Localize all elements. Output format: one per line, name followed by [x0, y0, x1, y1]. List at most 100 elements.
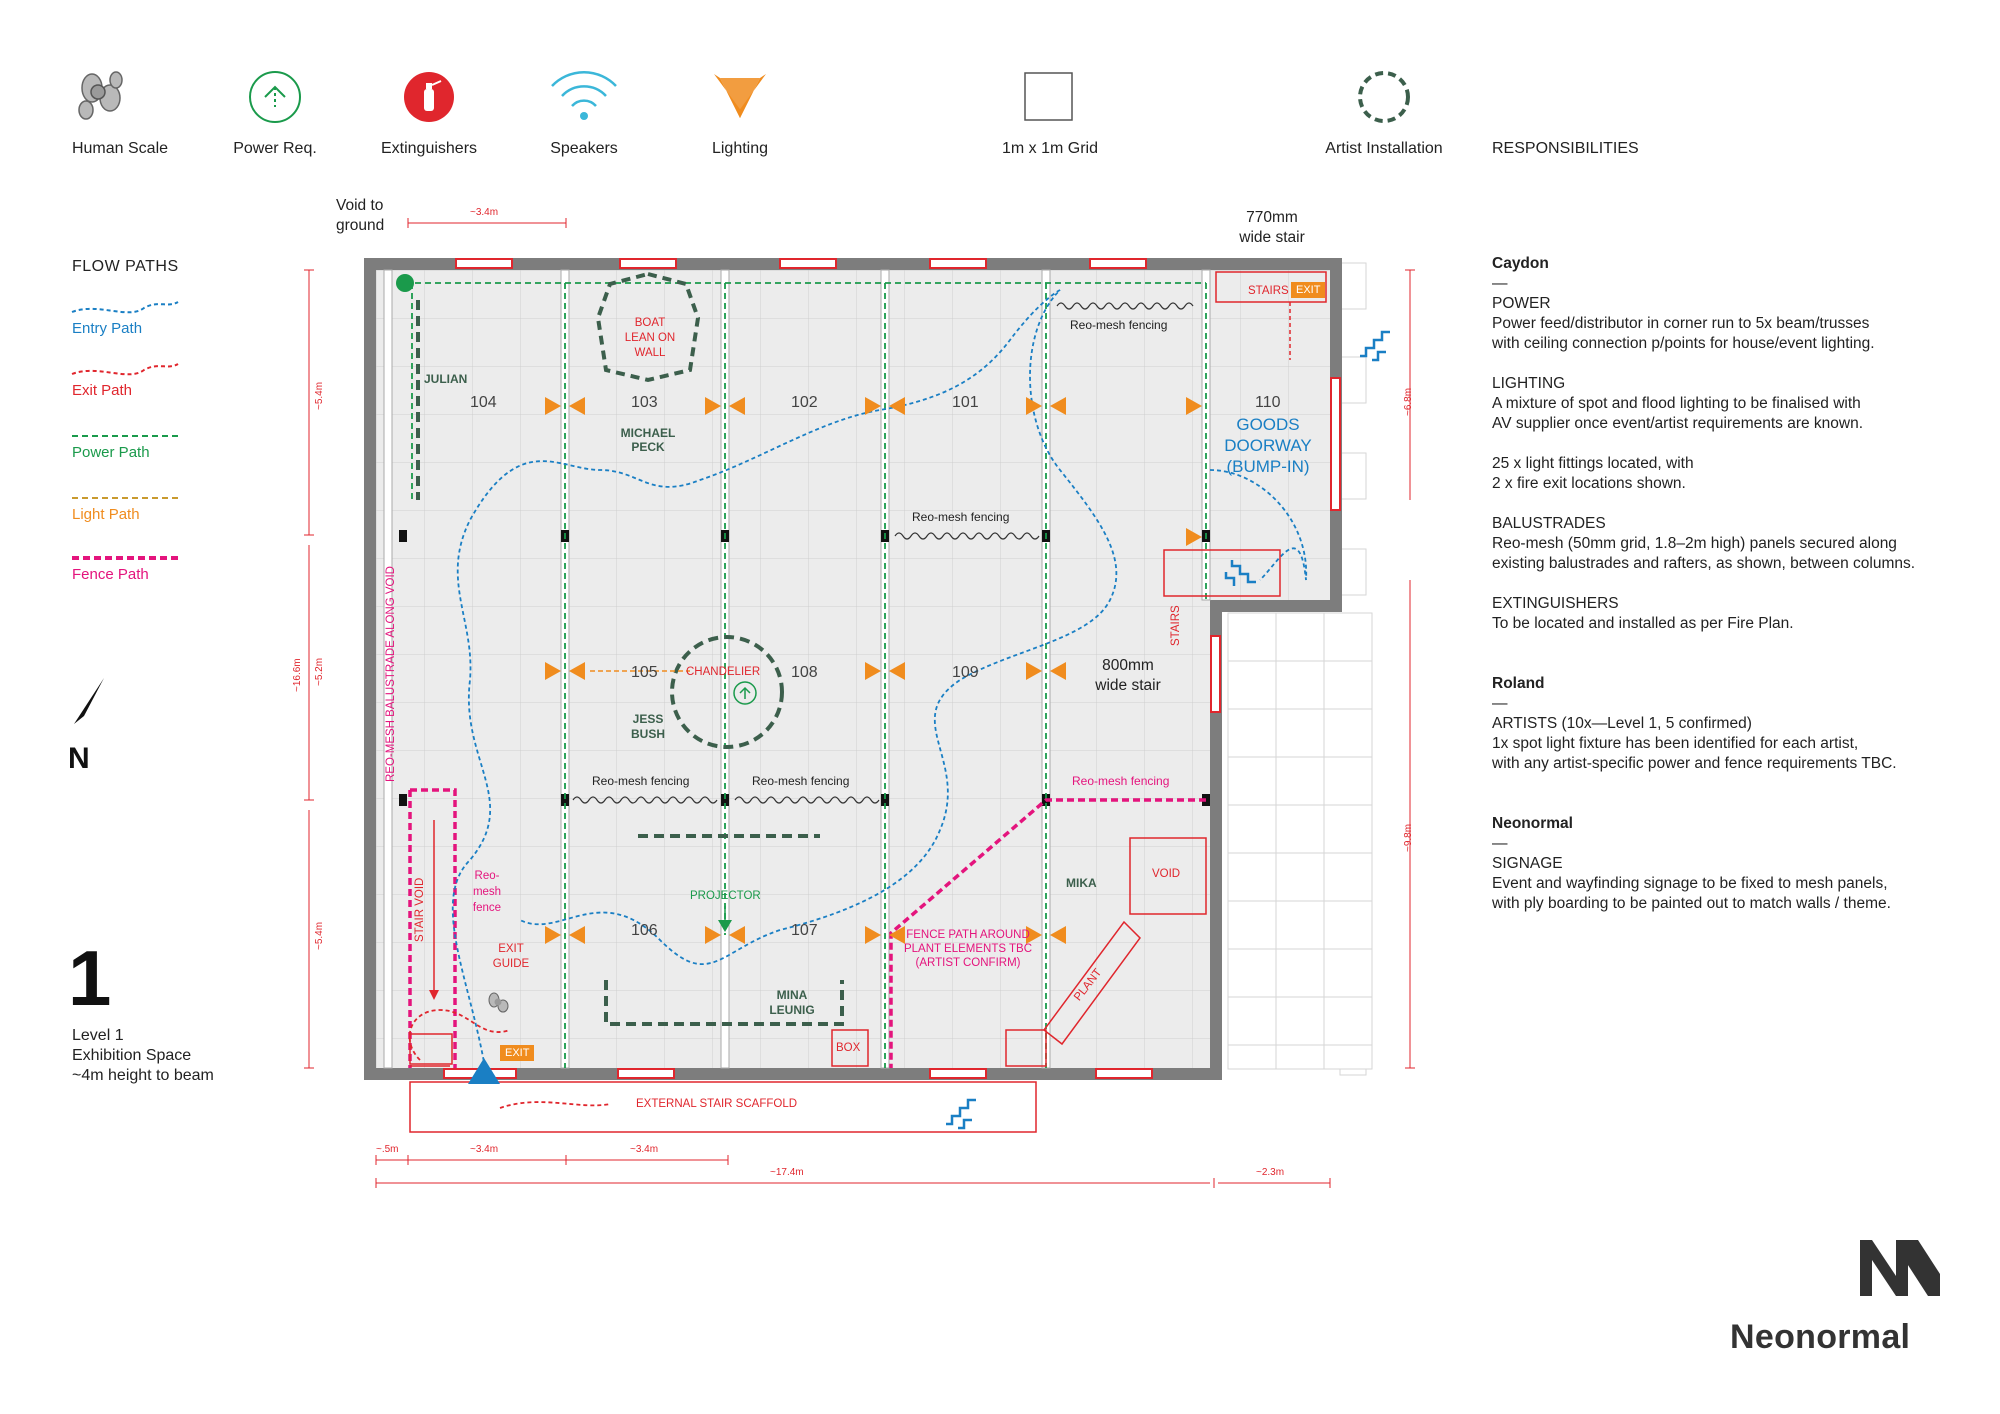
legend-icons [78, 71, 1410, 123]
stair-void-arrowhead [429, 990, 439, 1000]
flow-fence-label: Fence Path [72, 566, 149, 583]
flow-light-label: Light Path [72, 506, 140, 523]
exit-top-label: EXIT [1296, 284, 1321, 296]
room-101: 101 [952, 394, 979, 411]
roland-name: Roland [1492, 675, 1545, 692]
artist-installation-icon [1358, 71, 1410, 123]
legend-label-power: Power Req. [233, 140, 317, 157]
mina-installation [604, 980, 844, 1026]
caydon-lighting-3: 25 x light fittings located, with [1492, 455, 1694, 472]
exit-sign-bottom [500, 1045, 534, 1061]
legend-label-speakers: Speakers [550, 140, 618, 157]
entry-path-right [1209, 469, 1307, 581]
dim-bot-23: ~2.3m [1256, 1167, 1285, 1178]
light-fixtures [545, 397, 1202, 944]
void-label: VOID [1152, 868, 1181, 880]
dim-bot-174: ~17.4m [770, 1167, 804, 1178]
reo-fence-line-3: fence [472, 902, 502, 914]
floor-grid [376, 270, 1330, 1068]
dim-right-98: ~9.8m [1403, 823, 1414, 852]
stairs-side-label: STAIRS [1170, 605, 1182, 646]
roland-artists-1: 1x spot light fixture has been identifie… [1492, 735, 1859, 752]
level-line-2: Exhibition Space [72, 1047, 192, 1064]
exit-path-bottom [499, 1101, 611, 1109]
caydon-name: Caydon [1492, 255, 1549, 272]
boat-line-2: LEAN ON [624, 332, 676, 344]
void-balustrade [383, 269, 393, 1069]
lighting-icon [714, 74, 766, 118]
fence-plant-line-3: (ARTIST CONFIRM) [915, 957, 1021, 969]
responsibilities-title: RESPONSIBILITIES [1492, 140, 1639, 157]
reo-fence-line-2: mesh [472, 886, 502, 898]
exit-guide-line-2: GUIDE [492, 958, 530, 970]
room-102: 102 [791, 394, 818, 411]
neonormal-signage-heading: SIGNAGE [1492, 855, 1563, 872]
stairs-icon-top-right [1360, 330, 1390, 362]
projector-label: PROJECTOR [690, 890, 761, 902]
entry-arrow-icon [468, 1058, 500, 1084]
caydon-lighting-4: 2 x fire exit locations shown. [1492, 475, 1686, 492]
room-106: 106 [631, 922, 658, 939]
dimension-lines [304, 218, 1415, 1188]
flow-path-swatches [71, 301, 179, 560]
fence-plant-label: FENCE PATH AROUND PLANT ELEMENTS TBC (AR… [898, 928, 1038, 970]
north-label: N [68, 742, 90, 775]
extinguisher-icon [404, 72, 454, 122]
reo-mesh-pink-label: Reo-mesh fencing [1072, 774, 1170, 788]
caydon-balustrades-2: existing balustrades and rafters, as sho… [1492, 555, 1916, 572]
power-icon [249, 71, 301, 123]
exit-path-swatch [71, 363, 179, 376]
flow-paths-title: FLOW PATHS [72, 258, 179, 275]
artist-jess-line-1: JESS [632, 712, 664, 726]
balustrade-label: REO-MESH BALUSTRADE ALONG VOID [385, 566, 397, 782]
caydon-power-2: with ceiling connection p/points for hou… [1492, 335, 1875, 352]
north-arrow-icon [74, 678, 104, 724]
goods-line-2: DOORWAY [1224, 436, 1312, 455]
room-104: 104 [470, 394, 497, 411]
roland-artists-2: with any artist-specific power and fence… [1492, 755, 1897, 772]
caydon-lighting-2: AV supplier once event/artist requiremen… [1492, 415, 1864, 432]
artist-mika: MIKA [1066, 876, 1097, 890]
artist-michael: MICHAEL PECK [610, 426, 686, 454]
human-scale-icon [78, 71, 123, 120]
projector-icon [718, 920, 732, 932]
neonormal-signage-1: Event and wayfinding signage to be fixed… [1492, 875, 1888, 892]
room-109: 109 [952, 664, 979, 681]
caydon-balustrades-heading: BALUSTRADES [1492, 515, 1606, 532]
dim-bot-34b: ~3.4m [630, 1144, 659, 1155]
dim-left-54b: ~5.4m [314, 921, 325, 950]
goods-doorway-label: GOODS DOORWAY (BUMP-IN) [1218, 414, 1318, 477]
level-description: Level 1 Exhibition Space ~4m height to b… [72, 1026, 214, 1086]
reo-mesh-top-right-label: Reo-mesh fencing [1070, 318, 1168, 332]
red-outlines [409, 271, 1327, 1133]
artist-jess-line-2: BUSH [630, 727, 665, 741]
goods-line-3: (BUMP-IN) [1226, 457, 1310, 476]
room-103: 103 [631, 394, 658, 411]
box-label: BOX [836, 1042, 861, 1054]
power-distributor-icon [396, 274, 414, 292]
artist-jess: JESS BUSH [610, 712, 686, 742]
stair-800-label: 800mm wide stair [1078, 656, 1178, 696]
caydon-dash: — [1492, 275, 1508, 292]
exit-guide-line-1: EXIT [498, 943, 524, 955]
artist-mina: MINA LEUNIG [754, 988, 830, 1018]
reo-mesh-fencing [572, 302, 1194, 804]
level-line-3: ~4m height to beam [72, 1067, 214, 1084]
responsibilities-column: Caydon — POWER Power feed/distributor in… [1492, 254, 1972, 914]
reo-fence-label: Reo- mesh fence [462, 868, 512, 916]
boat-installation [595, 271, 701, 383]
boat-line-3: WALL [634, 347, 666, 359]
dim-left-166: ~16.6m [292, 658, 303, 692]
void-to-ground-line-1: Void to [336, 197, 384, 214]
neonormal-name: Neonormal [1492, 815, 1573, 832]
caydon-extinguishers-heading: EXTINGUISHERS [1492, 595, 1619, 612]
speaker-icon [551, 71, 617, 120]
artist-michael-line-2: PECK [631, 440, 665, 454]
exit-bottom-label: EXIT [505, 1047, 530, 1059]
stair-770-line-2: wide stair [1239, 229, 1305, 246]
caydon-balustrades-1: Reo-mesh (50mm grid, 1.8–2m high) panels… [1492, 535, 1897, 552]
caydon-lighting-heading: LIGHTING [1492, 375, 1566, 392]
stair-770-line-1: 770mm [1246, 209, 1298, 226]
human-scale-plan-icon [488, 992, 509, 1013]
